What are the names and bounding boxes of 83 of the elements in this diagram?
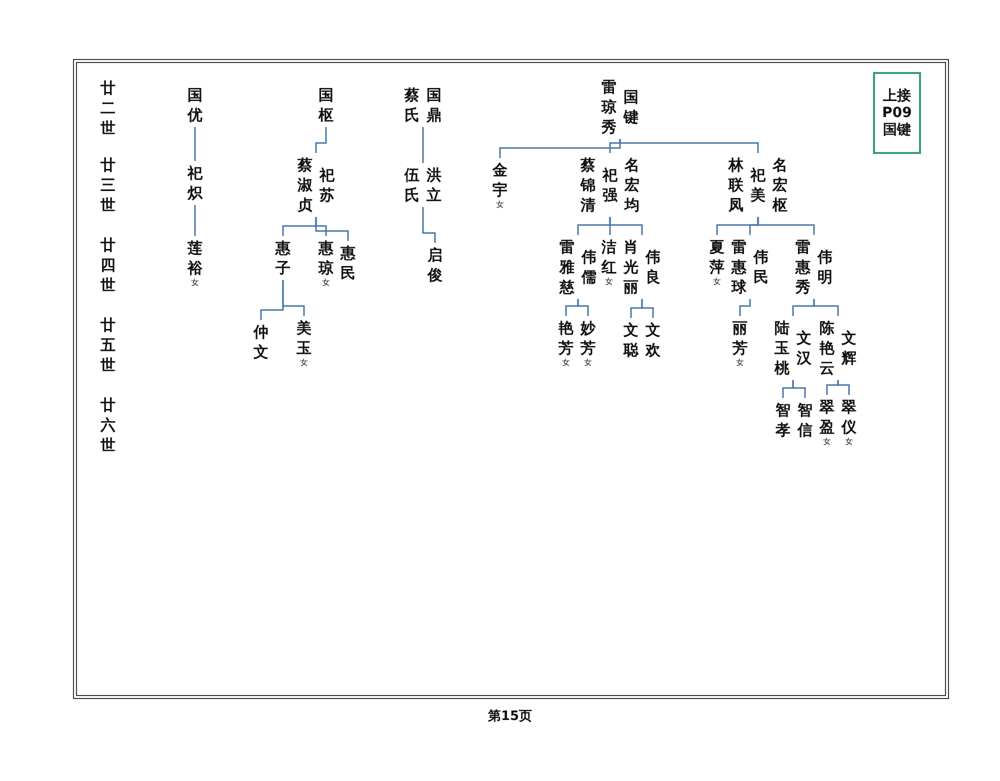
lineage-line: [315, 217, 349, 241]
page-number: 第15页: [488, 708, 532, 725]
lineage-line: [739, 299, 751, 316]
gender-mark: 女: [496, 200, 504, 210]
generation-label: 廿二世: [100, 78, 116, 138]
lineage-line: [194, 205, 196, 236]
person-name: 伟明: [817, 247, 833, 287]
person-name: 林联凤: [728, 155, 744, 215]
person-name: 洁红: [601, 237, 617, 277]
person-name: 文辉: [841, 328, 857, 368]
person-name: 美玉: [296, 318, 312, 358]
lineage-line: [422, 127, 424, 163]
lineage-line: [792, 380, 806, 398]
gender-mark: 女: [845, 437, 853, 447]
person-name: 伟良: [645, 247, 661, 287]
person-name: 雷惠秀: [795, 237, 811, 297]
generation-label: 廿三世: [100, 155, 116, 215]
person-name: 蔡淑贞: [297, 155, 313, 215]
person-name: 名宏枢: [772, 155, 788, 215]
lineage-line: [609, 217, 643, 235]
generation-label: 廿四世: [100, 235, 116, 295]
lineage-line: [641, 299, 654, 318]
person-name: 丽芳: [732, 318, 748, 358]
person-name: 祀炽: [187, 163, 203, 203]
person-name: 文欢: [645, 320, 661, 360]
person-name: 文聪: [623, 320, 639, 360]
lineage-line: [813, 299, 839, 316]
lineage-line: [837, 380, 850, 395]
person-name: 莲裕: [187, 238, 203, 278]
person-name: 陈艳云: [819, 318, 835, 378]
person-name: 伟民: [753, 247, 769, 287]
lineage-line: [757, 217, 815, 235]
person-name: 陆玉桃: [774, 318, 790, 378]
lineage-line: [422, 207, 436, 243]
person-name: 国键: [623, 87, 639, 127]
person-name: 智信: [797, 400, 813, 440]
person-name: 雷惠球: [731, 237, 747, 297]
gender-mark: 女: [584, 358, 592, 368]
person-name: 伟儒: [581, 247, 597, 287]
note-text: 上接P09国键: [882, 88, 912, 138]
person-name: 雷雅慈: [559, 237, 575, 297]
gender-mark: 女: [823, 437, 831, 447]
person-name: 夏萍: [709, 237, 725, 277]
person-name: 洪立: [426, 165, 442, 205]
person-name: 蔡氏: [404, 85, 420, 125]
person-name: 祀美: [750, 165, 766, 205]
lineage-line: [194, 127, 196, 161]
person-name: 国优: [187, 85, 203, 125]
generation-label: 廿五世: [100, 315, 116, 375]
person-name: 雷琼秀: [601, 77, 617, 137]
generation-label: 廿六世: [100, 395, 116, 455]
gender-mark: 女: [713, 277, 721, 287]
person-name: 艳芳: [558, 318, 574, 358]
person-name: 肖光丽: [623, 237, 639, 297]
person-name: 仲文: [253, 322, 269, 362]
person-name: 惠民: [340, 243, 356, 283]
person-name: 祀强: [602, 165, 618, 205]
gender-mark: 女: [562, 358, 570, 368]
gender-mark: 女: [300, 358, 308, 368]
lineage-line: [315, 127, 327, 153]
person-name: 伍氏: [404, 165, 420, 205]
person-name: 翠仪: [841, 397, 857, 437]
person-name: 蔡锦清: [580, 155, 596, 215]
person-name: 国鼎: [426, 85, 442, 125]
person-name: 文汉: [796, 328, 812, 368]
gender-mark: 女: [736, 358, 744, 368]
person-name: 翠盈: [819, 397, 835, 437]
lineage-line: [577, 299, 589, 316]
gender-mark: 女: [605, 277, 613, 287]
gender-mark: 女: [191, 278, 199, 288]
person-name: 名宏均: [624, 155, 640, 215]
person-name: 祀苏: [319, 165, 335, 205]
person-name: 惠子: [275, 238, 291, 278]
person-name: 妙芳: [580, 318, 596, 358]
lineage-line: [282, 280, 305, 316]
person-name: 金宇: [492, 160, 508, 200]
person-name: 启俊: [427, 245, 443, 285]
person-name: 智孝: [775, 400, 791, 440]
gender-mark: 女: [322, 278, 330, 288]
person-name: 惠琼: [318, 238, 334, 278]
person-name: 国枢: [318, 85, 334, 125]
note-box: [873, 72, 921, 154]
lineage-line: [619, 139, 759, 153]
